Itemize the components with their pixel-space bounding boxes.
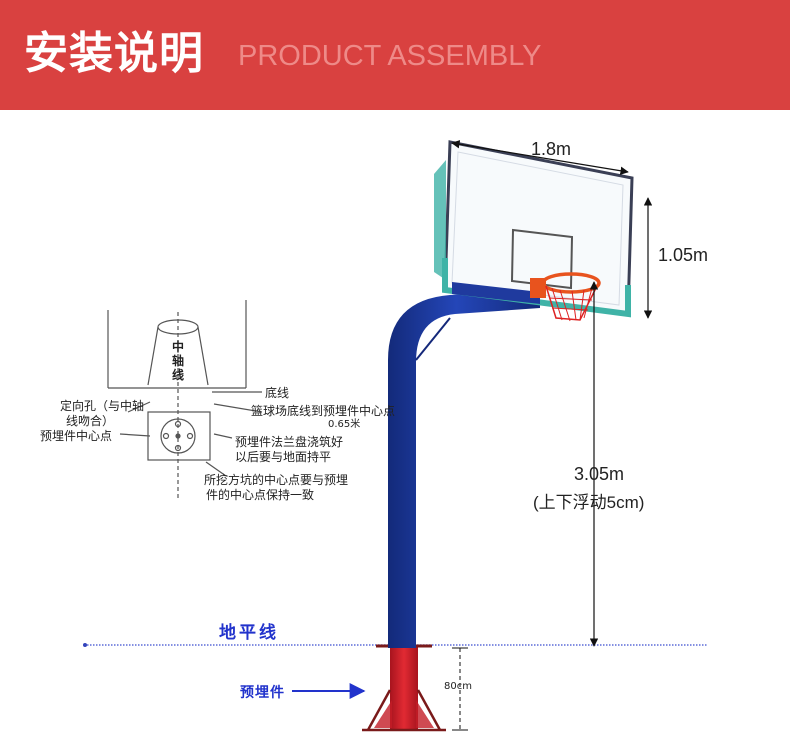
center-axis-label: 中轴线 [172, 340, 185, 382]
backboard-height-label: 1.05m [658, 245, 709, 265]
backboard-width-label: 1.8m [531, 139, 572, 159]
embedded-part [362, 644, 446, 732]
detail-sketch [107, 300, 263, 500]
distance-label: 0.65米 [328, 419, 361, 430]
flange-label-2: 以后要与地面持平 [235, 450, 332, 464]
flange-label-1: 预埋件法兰盘浇筑好 [235, 435, 344, 449]
rim-height-note: (上下浮动5cm) [533, 493, 645, 512]
pole [388, 290, 540, 648]
pit-center-label-2: 件的中心点保持一致 [206, 488, 315, 502]
court-baseline-label: 篮球场底线到预埋件中心点 [251, 404, 396, 418]
width-dimension-line [451, 140, 629, 175]
baseline-label: 底线 [265, 386, 290, 400]
embed-center-label: 预埋件中心点 [40, 429, 113, 443]
rim-height-label: 3.05m [574, 464, 625, 484]
hoop [530, 272, 601, 322]
positioning-hole-label-1: 定向孔（与中轴 [60, 399, 145, 413]
positioning-hole-label-2: 线吻合） [66, 414, 115, 428]
embed-depth-label: 80cm [444, 681, 472, 692]
ground-line-label: 地平线 [219, 623, 279, 643]
pit-center-label-1: 所挖方坑的中心点要与预埋 [204, 473, 349, 487]
page-title: 安装说明 [24, 28, 204, 79]
page-subtitle: PRODUCT ASSEMBLY [238, 40, 542, 72]
embedded-part-label: 预埋件 [240, 685, 285, 701]
header-banner: 安装说明 PRODUCT ASSEMBLY [0, 0, 790, 110]
